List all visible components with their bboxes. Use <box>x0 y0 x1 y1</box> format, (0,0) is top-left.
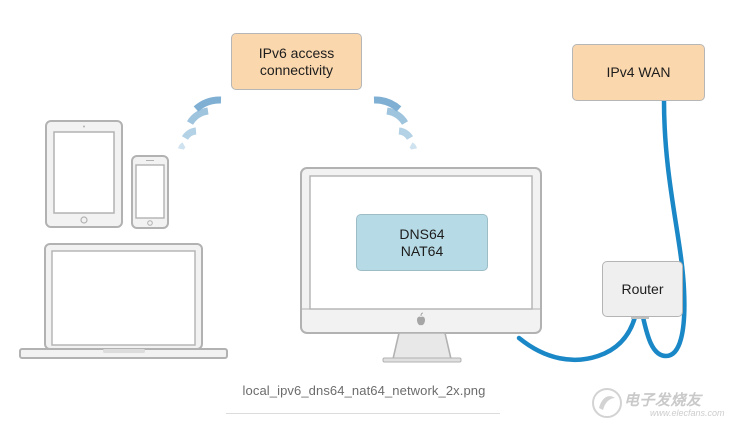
wifi-signal-icon-left <box>178 96 222 150</box>
watermark: 电子发烧友 www.elecfans.com <box>590 382 732 422</box>
phone-icon <box>131 155 169 229</box>
router-box: Router <box>602 261 683 317</box>
image-caption: local_ipv6_dns64_nat64_network_2x.png <box>242 383 486 398</box>
wifi-signal-icon-right <box>373 96 417 150</box>
router-label: Router <box>621 280 664 297</box>
cable-wan-to-router <box>640 98 687 359</box>
ipv4-wan-label: IPv4 WAN <box>606 64 671 80</box>
tablet-icon <box>45 120 123 228</box>
caption-divider <box>226 413 500 414</box>
ipv6-access-box: IPv6 access connectivity <box>231 33 362 90</box>
dns64-nat64-box: DNS64 NAT64 <box>356 214 488 271</box>
cable-computer-to-router <box>516 314 638 363</box>
watermark-logo-icon <box>592 388 622 418</box>
laptop-icon <box>19 243 228 359</box>
watermark-url: www.elecfans.com <box>650 408 725 418</box>
apple-logo-icon <box>417 312 425 326</box>
watermark-text: 电子发烧友 <box>624 392 702 409</box>
dns64-label: DNS64 <box>399 225 445 242</box>
ipv6-access-label-line2: connectivity <box>259 61 334 78</box>
nat64-label: NAT64 <box>400 242 444 259</box>
ipv6-access-label-line1: IPv6 access <box>258 44 335 61</box>
ipv4-wan-box: IPv4 WAN <box>572 44 705 101</box>
